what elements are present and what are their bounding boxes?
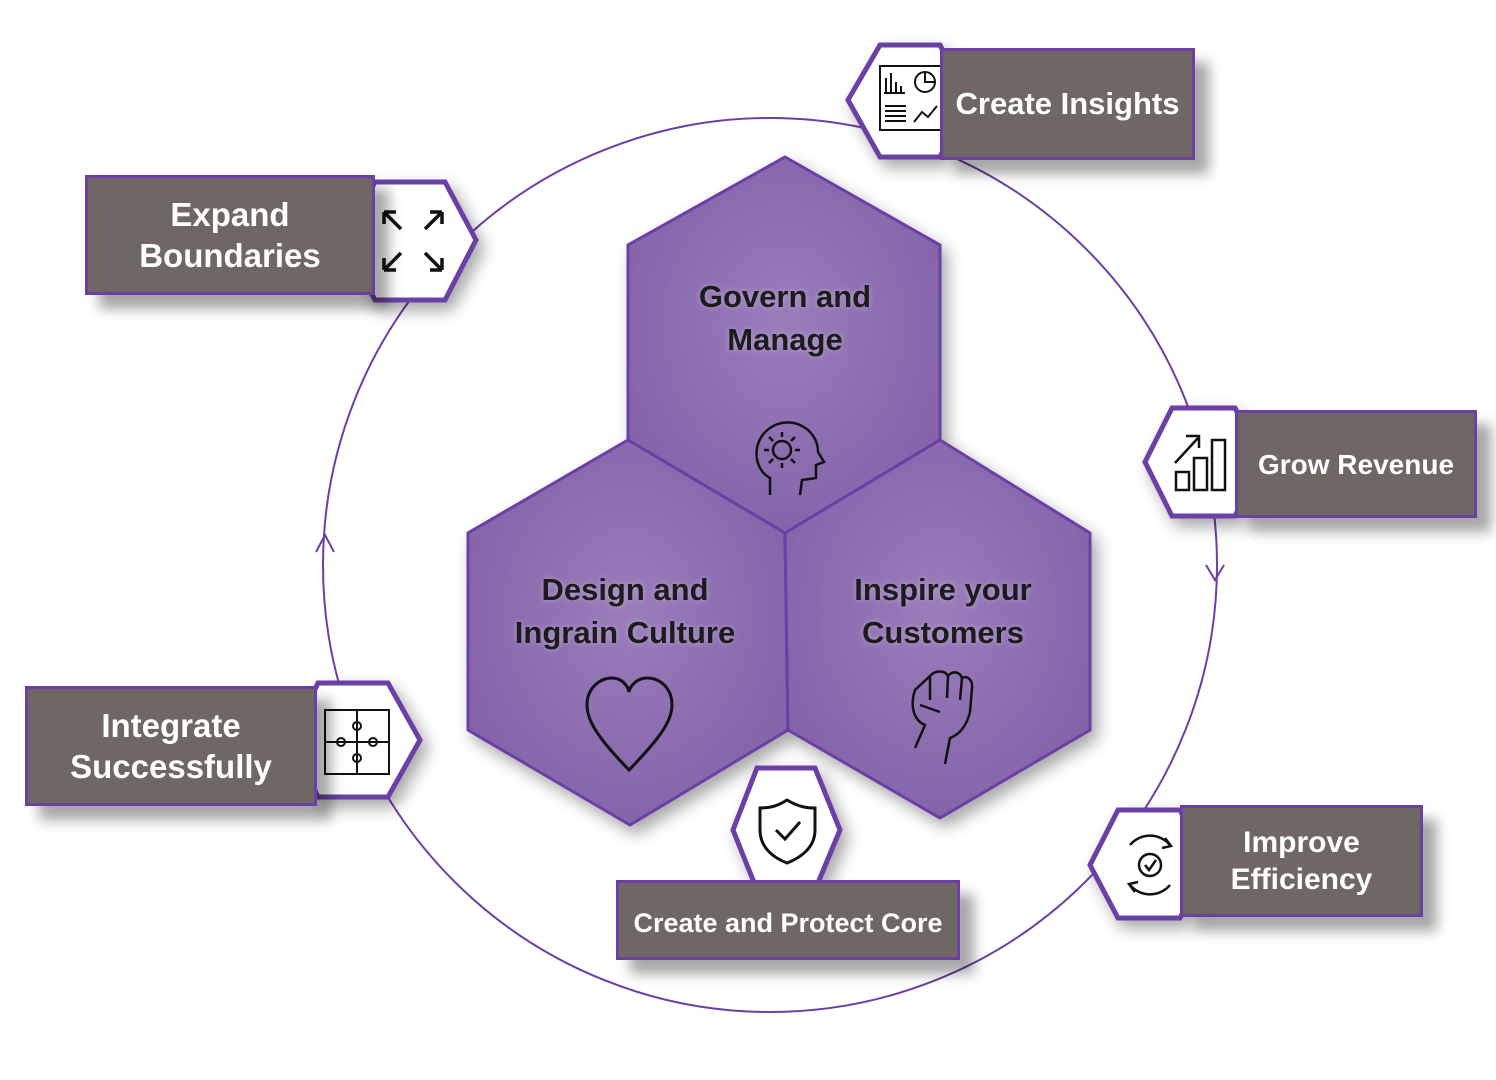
create-protect-core-text: Create and Protect Core [633, 908, 943, 939]
label-inspire-customers: Inspire your Customers [828, 568, 1058, 655]
improve-line1: Improve [1243, 825, 1360, 859]
govern-line2: Manage [727, 322, 843, 358]
expand-boundaries-label: Expand Boundaries [85, 175, 375, 295]
raised-fist-icon [911, 670, 974, 765]
design-line1: Design and [541, 572, 709, 607]
hex-inspire-customers [783, 438, 1092, 820]
create-insights-label: Create Insights [940, 48, 1195, 160]
create-protect-core-label: Create and Protect Core [616, 880, 960, 960]
shield-check-icon [758, 798, 817, 865]
puzzle-icon [324, 709, 390, 775]
gear-refresh-icon [1126, 834, 1174, 896]
grow-revenue-text: Grow Revenue [1257, 448, 1455, 480]
label-govern-manage: Govern and Manage [680, 275, 890, 362]
design-line2: Ingrain Culture [514, 615, 736, 651]
integrate-line2: Successfully [70, 748, 272, 785]
head-gear-icon [755, 421, 826, 496]
create-insights-text: Create Insights [955, 85, 1180, 121]
improve-line2: Efficiency [1230, 863, 1373, 896]
create-protect-core-hex [730, 765, 843, 893]
bar-chart-growth-icon [1174, 434, 1227, 492]
heart-icon [585, 676, 674, 773]
expand-arrows-icon [382, 210, 444, 272]
inspire-line2: Customers [862, 615, 1024, 651]
improve-efficiency-label: Improve Efficiency [1180, 805, 1423, 917]
ring-arrow-down [1205, 564, 1225, 582]
grow-revenue-label: Grow Revenue [1235, 410, 1477, 518]
inspire-line1: Inspire your [854, 572, 1032, 607]
expand-line1: Expand [170, 195, 290, 233]
label-design-culture: Design and Ingrain Culture [500, 568, 750, 655]
integrate-successfully-label: Integrate Successfully [25, 686, 317, 806]
integrate-line1: Integrate [101, 706, 241, 744]
govern-line1: Govern and [698, 279, 872, 314]
ring-arrow-up [315, 532, 335, 553]
expand-line2: Boundaries [139, 237, 321, 274]
cycle-ring [315, 117, 1225, 1013]
